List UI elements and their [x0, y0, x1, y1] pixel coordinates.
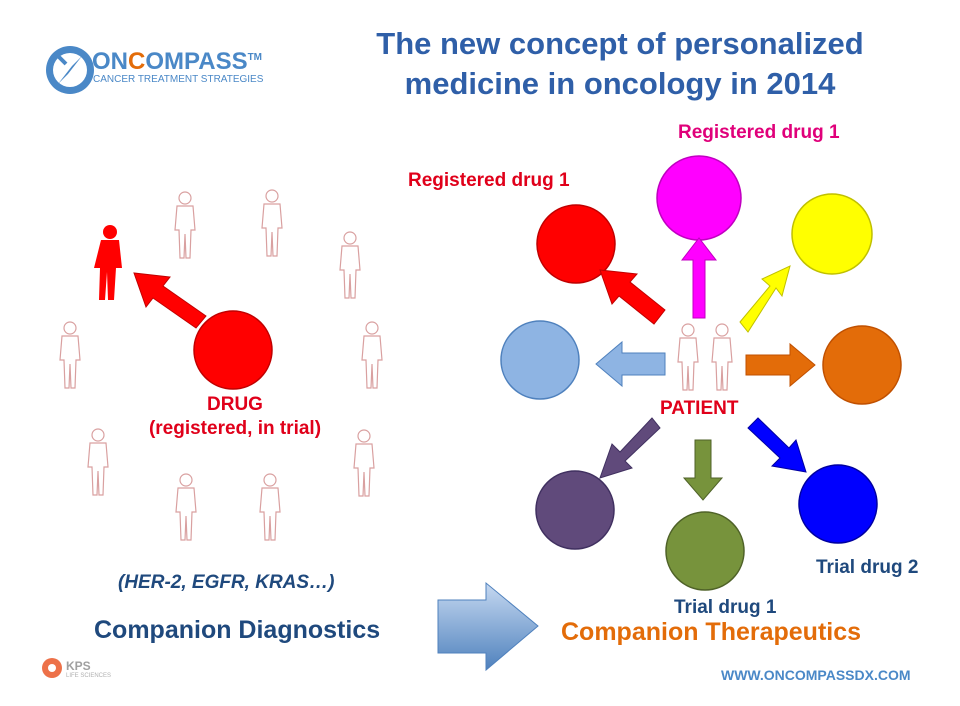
logo-name-suffix: OMPASS — [145, 48, 248, 75]
companion-therapeutics-caption: Companion Therapeutics — [561, 618, 862, 646]
drug-circle-red — [193, 310, 273, 390]
companion-diagnostics-caption: Companion Diagnostics — [94, 616, 381, 644]
drug-circle-purple — [535, 470, 615, 550]
arrow-yellow — [739, 265, 791, 333]
drug-circle-orange — [822, 325, 902, 405]
oncompass-logo: ONCOMPASSTM CANCER TREATMENT STRATEGIES — [42, 40, 292, 100]
drug-circle-blue — [798, 464, 878, 544]
drug-circle-red-right — [536, 204, 616, 284]
logo-name-accent: C — [128, 48, 146, 75]
arrow-blue — [747, 417, 807, 473]
patient-label: PATIENT — [660, 398, 739, 419]
trial-drug-1-label: Trial drug 1 — [674, 597, 777, 618]
drug-label-line-1: DRUG — [207, 394, 263, 415]
person-silhouette — [174, 191, 196, 259]
arrow-olive — [682, 439, 724, 501]
patient-red-silhouette — [94, 225, 122, 300]
drug-label: DRUG (registered, in trial) — [130, 393, 340, 441]
title-line-2: medicine in oncology in 2014 — [404, 66, 836, 101]
arrow-orange — [745, 342, 816, 388]
person-silhouette — [361, 321, 383, 389]
big-transition-arrow — [437, 581, 539, 672]
drug-label-line-2: (registered, in trial) — [148, 418, 322, 439]
arrow-red-right — [599, 269, 666, 325]
kps-subtitle: LIFE SCIENCES — [66, 673, 112, 679]
logo-name-prefix: ON — [92, 48, 128, 75]
drug-circle-olive — [665, 511, 745, 591]
arrow-purple — [599, 417, 661, 479]
person-silhouette — [59, 321, 81, 389]
logo-wordmark: ONCOMPASSTM — [92, 48, 262, 76]
patient-pair-silhouette — [677, 323, 733, 391]
trial-drug-2-label: Trial drug 2 — [816, 557, 919, 578]
right-top-label: Registered drug 1 — [678, 122, 840, 143]
person-silhouette — [175, 473, 197, 541]
arrow-light-blue — [595, 340, 666, 388]
person-silhouette — [261, 189, 283, 257]
biomarkers-label: (HER-2, EGFR, KRAS…) — [118, 572, 335, 593]
kps-name: KPS — [66, 659, 91, 673]
left-top-label: Registered drug 1 — [408, 170, 570, 191]
person-silhouette — [353, 429, 375, 497]
drug-circle-light-blue — [500, 320, 580, 400]
drug-circle-yellow — [791, 193, 873, 275]
person-silhouette — [339, 231, 361, 299]
compass-icon — [46, 46, 94, 94]
drug-circle-magenta — [656, 155, 742, 241]
title-line-1: The new concept of personalized — [376, 26, 864, 61]
arrow-magenta — [680, 237, 718, 319]
website-link[interactable]: WWW.ONCOMPASSDX.COM — [721, 667, 911, 683]
person-silhouette — [259, 473, 281, 541]
kps-logo-icon — [42, 658, 62, 678]
person-silhouette — [87, 428, 109, 496]
logo-tagline: CANCER TREATMENT STRATEGIES — [93, 74, 264, 85]
arrow-to-patient — [133, 272, 207, 329]
page-title: The new concept of personalized medicine… — [340, 24, 900, 104]
logo-trademark: TM — [247, 52, 263, 63]
